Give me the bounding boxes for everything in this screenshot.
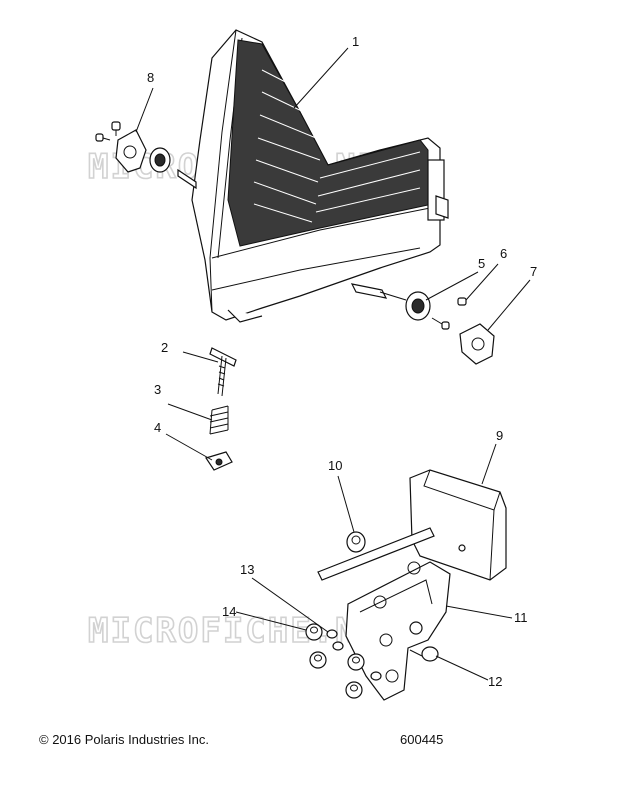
- callout-5: 5: [478, 256, 485, 271]
- callout-3: 3: [154, 382, 161, 397]
- bracket-clip-right: [459, 323, 495, 365]
- nut-upper: [346, 531, 366, 553]
- callout-13: 13: [240, 562, 254, 577]
- adjuster-screw: [209, 347, 237, 397]
- clip-nut: [205, 451, 233, 471]
- nuts-lower: [305, 623, 365, 699]
- washers: [326, 629, 382, 681]
- screw-right: [431, 297, 467, 330]
- callout-8: 8: [147, 70, 154, 85]
- copyright-text: © 2016 Polaris Industries Inc.: [39, 732, 209, 747]
- callout-14: 14: [222, 604, 236, 619]
- mounting-bracket: [345, 561, 451, 701]
- spring: [209, 405, 229, 435]
- grommet-right: [379, 291, 431, 321]
- callout-7: 7: [530, 264, 537, 279]
- callout-9: 9: [496, 428, 503, 443]
- drawing-number: 600445: [400, 732, 444, 747]
- bracket-clip-left: [95, 121, 171, 173]
- callout-10: 10: [328, 458, 342, 473]
- callout-6: 6: [500, 246, 507, 261]
- callout-2: 2: [161, 340, 168, 355]
- bolt: [409, 646, 439, 662]
- headlight-assembly: [177, 29, 449, 323]
- callout-12: 12: [488, 674, 502, 689]
- callout-4: 4: [154, 420, 161, 435]
- callout-1: 1: [352, 34, 359, 49]
- callout-11: 11: [514, 610, 528, 625]
- voltage-regulator: [317, 469, 507, 581]
- leader-lines: [135, 47, 531, 681]
